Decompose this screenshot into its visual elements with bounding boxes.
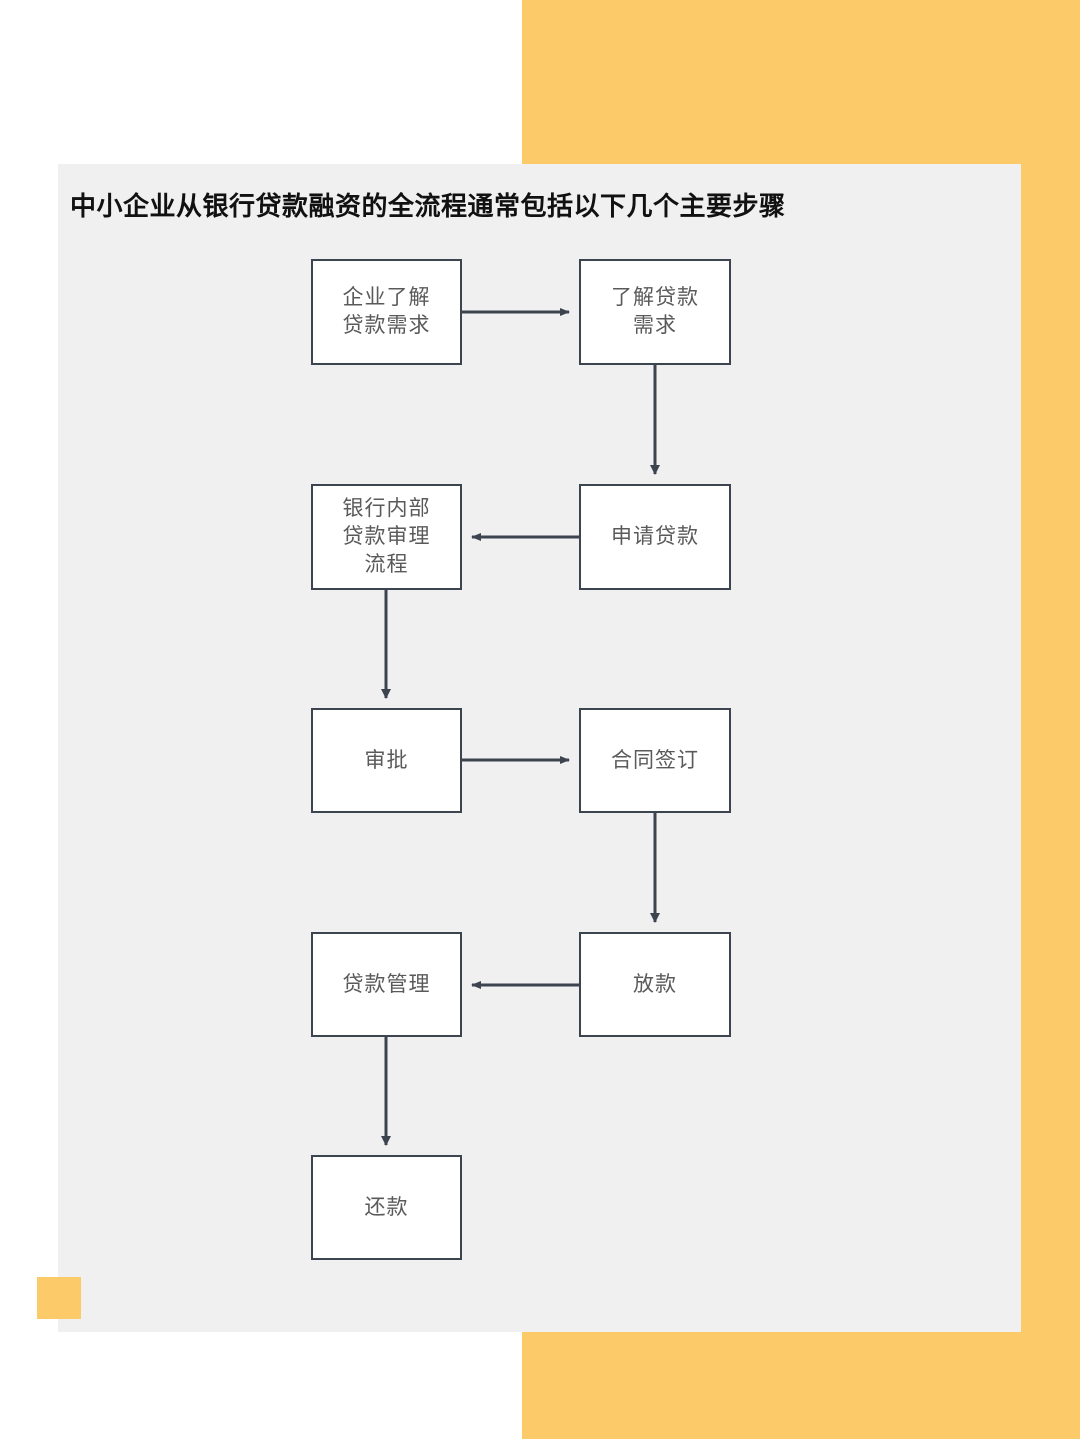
flow-node-label-line: 贷款管理 <box>342 972 431 996</box>
flow-node-bank-internal-review[interactable]: 银行内部 贷款审理 流程 <box>311 484 462 590</box>
flow-node-label-line: 贷款需求 <box>342 314 431 337</box>
flow-node-enterprise-loan-need[interactable]: 企业了解 贷款需求 <box>311 259 462 365</box>
flow-node-label-line: 需求 <box>633 314 677 337</box>
flow-node-label-line: 还款 <box>364 1195 409 1219</box>
flow-node-apply-loan[interactable]: 申请贷款 <box>579 484 731 590</box>
flow-node-understand-loan-need[interactable]: 了解贷款 需求 <box>579 259 731 365</box>
flow-node-label-line: 企业了解 <box>342 286 431 310</box>
flow-node-label-line: 贷款审理 <box>342 525 431 549</box>
flow-node-label-line: 申请贷款 <box>611 525 699 549</box>
page-title: 中小企业从银行贷款融资的全流程通常包括以下几个主要步骤 <box>70 191 786 221</box>
flow-node-contract-signing[interactable]: 合同签订 <box>579 708 731 813</box>
flow-node-disbursement[interactable]: 放款 <box>579 932 731 1037</box>
flow-node-label-line: 银行内部 <box>342 497 431 521</box>
flow-node-label-line: 了解贷款 <box>611 286 699 310</box>
flow-node-label-line: 合同签订 <box>611 748 699 772</box>
accent-block-right-edge <box>1021 0 1080 1332</box>
accent-block-bottom-left <box>37 1277 81 1319</box>
flowchart: 企业了解 贷款需求 了解贷款 需求 申请贷款 银行内部 贷款审理 流程 <box>58 164 1021 1332</box>
flow-node-label-line: 流程 <box>364 552 409 576</box>
flow-node-repayment[interactable]: 还款 <box>311 1155 462 1260</box>
accent-block-bottom-right <box>522 1332 1080 1439</box>
flow-node-loan-management[interactable]: 贷款管理 <box>311 932 462 1037</box>
flow-node-label-line: 审批 <box>364 748 409 772</box>
flow-node-label-line: 放款 <box>633 972 677 996</box>
accent-block-top-right <box>522 0 1080 164</box>
flow-node-approval[interactable]: 审批 <box>311 708 462 813</box>
flowchart-connectors <box>381 308 660 1146</box>
content-card: 中小企业从银行贷款融资的全流程通常包括以下几个主要步骤 <box>58 164 1021 1332</box>
